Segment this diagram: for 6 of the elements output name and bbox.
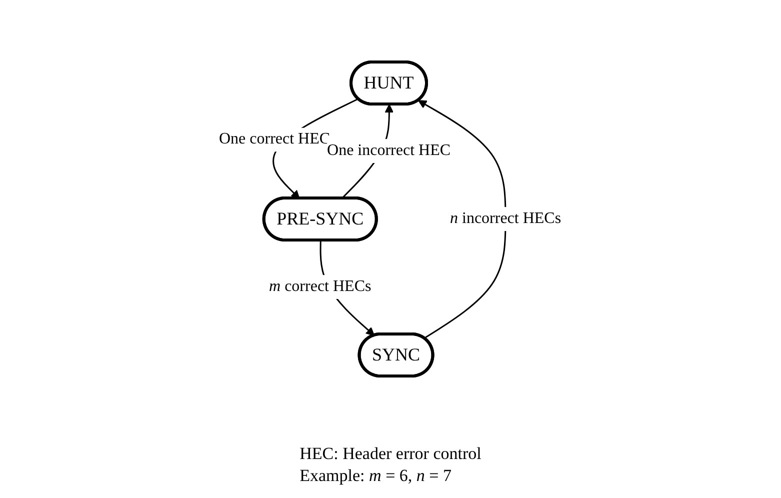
arrow [418,100,507,339]
edge-label: One incorrect HEC [327,142,451,159]
note-text: HEC: Header error control [300,444,482,464]
edge-label: m correct HECs [269,278,372,295]
note-text: Example: m = 6, n = 7 [300,466,452,486]
edge-label: n incorrect HECs [450,210,562,227]
